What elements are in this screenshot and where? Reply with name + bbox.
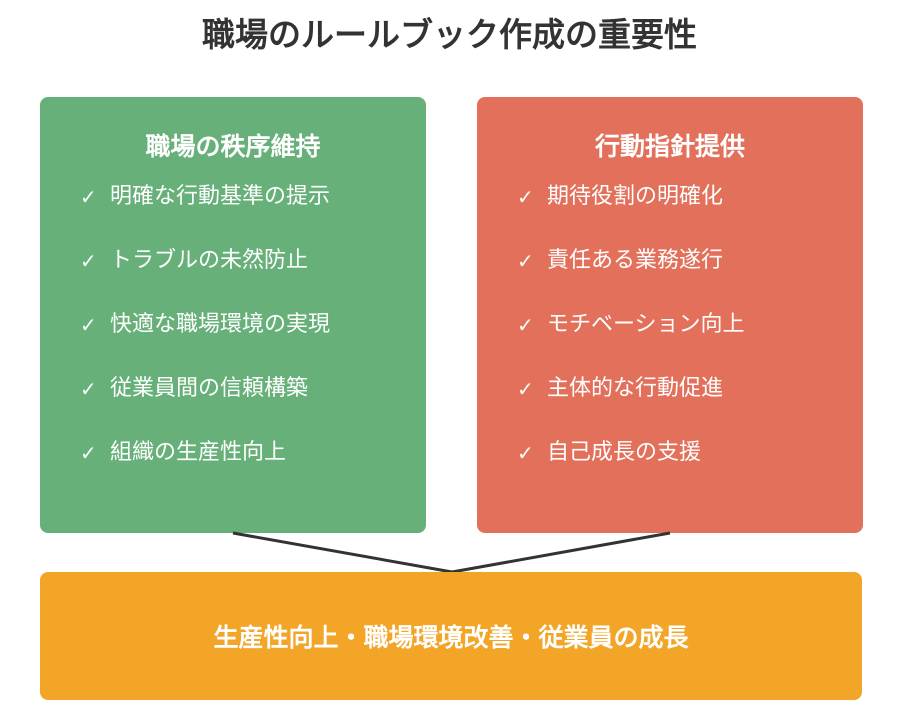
check-icon: ✓	[517, 377, 534, 401]
check-icon: ✓	[80, 249, 97, 273]
list-item: ✓ 期待役割の明確化	[517, 178, 745, 242]
card-title-behavior-guidelines: 行動指針提供	[594, 132, 745, 161]
list-item: ✓ 快適な職場環境の実現	[80, 306, 330, 370]
check-icon: ✓	[80, 377, 97, 401]
list-item: ✓ 従業員間の信頼構築	[80, 370, 330, 434]
list-item-label: トラブルの未然防止	[110, 248, 309, 273]
check-icon: ✓	[80, 313, 97, 337]
behavior-guidelines-list: ✓ 期待役割の明確化 ✓ 責任ある業務遂行 ✓ モチベーション向上 ✓ 主体的な行動促進…	[517, 184, 745, 517]
list-item: ✓ 組織の生産性向上	[80, 434, 330, 498]
check-icon: ✓	[517, 185, 534, 209]
result-label: 生産性向上・職場環境改善・従業員の成長	[213, 623, 689, 652]
card-workplace-order: 職場の秩序維持 ✓ 明確な行動基準の提示 ✓ トラブルの未然防止 ✓ 快適な職場環境の…	[40, 97, 426, 533]
connector-line-right	[451, 531, 671, 574]
check-icon: ✓	[517, 441, 534, 465]
list-item: ✓ 自己成長の支援	[517, 434, 745, 498]
list-item-label: 自己成長の支援	[547, 440, 702, 465]
check-icon: ✓	[517, 249, 534, 273]
check-icon: ✓	[517, 313, 534, 337]
check-icon: ✓	[80, 441, 97, 465]
list-item: ✓ 明確な行動基準の提示	[80, 178, 330, 242]
card-behavior-guidelines: 行動指針提供 ✓ 期待役割の明確化 ✓ 責任ある業務遂行 ✓ モチベーション向上 ✓ 主…	[477, 97, 863, 533]
list-item: ✓ モチベーション向上	[517, 306, 745, 370]
connector-line-left	[232, 531, 453, 574]
list-item-label: 快適な職場環境の実現	[110, 312, 331, 337]
list-item-label: 主体的な行動促進	[547, 376, 724, 401]
list-item-label: 組織の生産性向上	[110, 440, 287, 465]
list-item-label: 責任ある業務遂行	[547, 248, 724, 273]
workplace-order-list: ✓ 明確な行動基準の提示 ✓ トラブルの未然防止 ✓ 快適な職場環境の実現 ✓ 従業員間…	[80, 184, 330, 517]
result-box: 生産性向上・職場環境改善・従業員の成長	[40, 572, 862, 700]
card-title-workplace-order: 職場の秩序維持	[145, 132, 321, 161]
list-item-label: 従業員間の信頼構築	[110, 376, 309, 401]
list-item: ✓ 責任ある業務遂行	[517, 242, 745, 306]
list-item: ✓ トラブルの未然防止	[80, 242, 330, 306]
list-item-label: 期待役割の明確化	[547, 184, 724, 209]
page-title: 職場のルールブック作成の重要性	[202, 15, 697, 54]
check-icon: ✓	[80, 185, 97, 209]
list-item-label: 明確な行動基準の提示	[110, 184, 331, 209]
list-item: ✓ 主体的な行動促進	[517, 370, 745, 434]
list-item-label: モチベーション向上	[547, 312, 745, 337]
